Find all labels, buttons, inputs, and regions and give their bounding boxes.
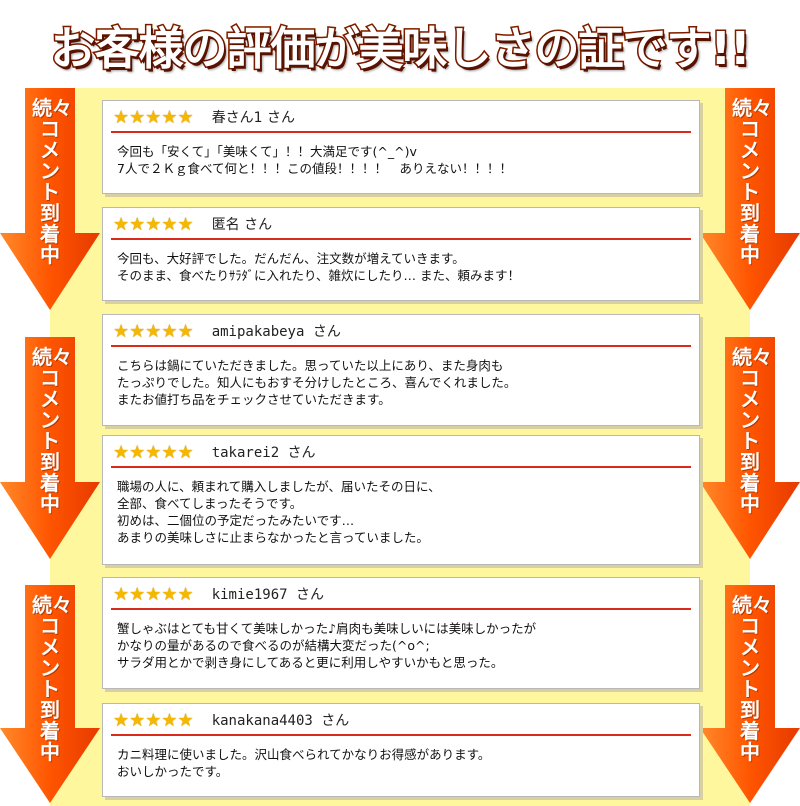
review-header: ★★★★★ 春さん1 さん <box>103 101 699 133</box>
arrow-right-1: 続々コメント到着中 <box>700 88 800 313</box>
review-line: たっぷりでした。知人にもおすそ分けしたところ、喜んでくれました。 <box>117 375 517 390</box>
arrow-label: 続々コメント到着中 <box>32 593 72 764</box>
review-text: 今回も、大好評でした。だんだん、注文数が増えていきます。 そのまま、食べたりｻﾗ… <box>103 240 699 294</box>
review-card: ★★★★★ kanakana4403 さん カニ料理に使いました。沢山食べられて… <box>102 703 700 797</box>
rating-stars-icon: ★★★★★ <box>113 441 194 463</box>
review-line: あまりの美味しさに止まらなかったと言っていました。 <box>117 530 429 545</box>
review-line: 蟹しゃぶはとても甘くて美味しかった♪肩肉も美味しいには美味しかったが <box>117 621 537 636</box>
arrow-label: 続々コメント到着中 <box>732 96 772 267</box>
review-text: 職場の人に、頼まれて購入しましたが、届いたその日に、 全部、食べてしまったそうで… <box>103 468 699 556</box>
review-header: ★★★★★ kanakana4403 さん <box>103 704 699 736</box>
header-banner: お客様の評価が美味しさの証です!! <box>0 0 800 88</box>
review-line: 今回も、大好評でした。だんだん、注文数が増えていきます。 <box>117 251 465 266</box>
review-line: サラダ用とかで剥き身にしてあると更に利用しやすいかもと思った。 <box>117 655 504 670</box>
arrow-label: 続々コメント到着中 <box>32 96 72 267</box>
review-card: ★★★★★ takarei2 さん 職場の人に、頼まれて購入しましたが、届いたそ… <box>102 435 700 565</box>
arrow-label: 続々コメント到着中 <box>732 345 772 516</box>
review-line: 初めは、二個位の予定だったみたいです… <box>117 513 355 528</box>
review-line: カニ料理に使いました。沢山食べられてかなりお得感があります。 <box>117 747 491 762</box>
review-header: ★★★★★ takarei2 さん <box>103 436 699 468</box>
review-line: 全部、食べてしまったそうです。 <box>117 496 303 511</box>
down-arrow-icon <box>0 88 100 310</box>
down-arrow-icon <box>700 337 800 559</box>
arrow-left-1: 続々コメント到着中 <box>0 88 100 313</box>
reviewer-name: 匿名 さん <box>211 217 273 233</box>
review-line: またお値打ち品をチェックさせていただきます。 <box>117 392 391 407</box>
arrow-right-3: 続々コメント到着中 <box>700 585 800 806</box>
review-line: かなりの量があるので食べるのが結構大変だった(^o^; <box>117 638 430 653</box>
rating-stars-icon: ★★★★★ <box>113 709 194 731</box>
arrow-right-2: 続々コメント到着中 <box>700 337 800 562</box>
down-arrow-icon <box>700 88 800 310</box>
rating-stars-icon: ★★★★★ <box>113 320 194 342</box>
review-text: カニ料理に使いました。沢山食べられてかなりお得感があります。 おいしかったです。 <box>103 736 699 790</box>
reviewer-name: amipakabeya さん <box>211 324 341 340</box>
review-line: 職場の人に、頼まれて購入しましたが、届いたその日に、 <box>117 479 441 494</box>
down-arrow-icon <box>0 585 100 803</box>
review-header: ★★★★★ 匿名 さん <box>103 208 699 240</box>
reviewer-name: 春さん1 さん <box>211 110 296 126</box>
review-header: ★★★★★ kimie1967 さん <box>103 578 699 610</box>
review-text: 蟹しゃぶはとても甘くて美味しかった♪肩肉も美味しいには美味しかったが かなりの量… <box>103 610 699 681</box>
reviewer-name: kimie1967 さん <box>211 587 324 603</box>
arrow-label: 続々コメント到着中 <box>732 593 772 764</box>
rating-stars-icon: ★★★★★ <box>113 106 194 128</box>
review-line: おいしかったです。 <box>117 764 229 779</box>
review-text: 今回も「安くて」「美味くて」！！大満足です(^_^)v 7人で２Ｋｇ食べて何と！… <box>103 133 699 187</box>
arrow-left-3: 続々コメント到着中 <box>0 585 100 806</box>
page-title: お客様の評価が美味しさの証です!! <box>49 12 752 77</box>
review-line: こちらは鍋にていただきました。思っていた以上にあり、また身肉も <box>117 358 504 373</box>
down-arrow-icon <box>700 585 800 803</box>
reviewer-name: takarei2 さん <box>211 445 316 461</box>
review-header: ★★★★★ amipakabeya さん <box>103 315 699 347</box>
review-card: ★★★★★ kimie1967 さん 蟹しゃぶはとても甘くて美味しかった♪肩肉も… <box>102 577 700 689</box>
down-arrow-icon <box>0 337 100 559</box>
review-card: ★★★★★ 匿名 さん 今回も、大好評でした。だんだん、注文数が増えていきます。… <box>102 207 700 301</box>
arrow-left-2: 続々コメント到着中 <box>0 337 100 562</box>
review-line: 今回も「安くて」「美味くて」！！大満足です(^_^)v <box>117 144 417 159</box>
rating-stars-icon: ★★★★★ <box>113 213 194 235</box>
review-text: こちらは鍋にていただきました。思っていた以上にあり、また身肉も たっぷりでした。… <box>103 347 699 418</box>
review-line: そのまま、食べたりｻﾗﾀﾞに入れたり、雑炊にしたり… また、頼みます！ <box>117 268 520 283</box>
arrow-label: 続々コメント到着中 <box>32 345 72 516</box>
rating-stars-icon: ★★★★★ <box>113 583 194 605</box>
reviewer-name: kanakana4403 さん <box>211 713 350 729</box>
review-card: ★★★★★ 春さん1 さん 今回も「安くて」「美味くて」！！大満足です(^_^)… <box>102 100 700 194</box>
review-card: ★★★★★ amipakabeya さん こちらは鍋にていただきました。思ってい… <box>102 314 700 426</box>
review-line: 7人で２Ｋｇ食べて何と！！！この値段！！！！ ありえない！！！！ <box>117 161 512 176</box>
